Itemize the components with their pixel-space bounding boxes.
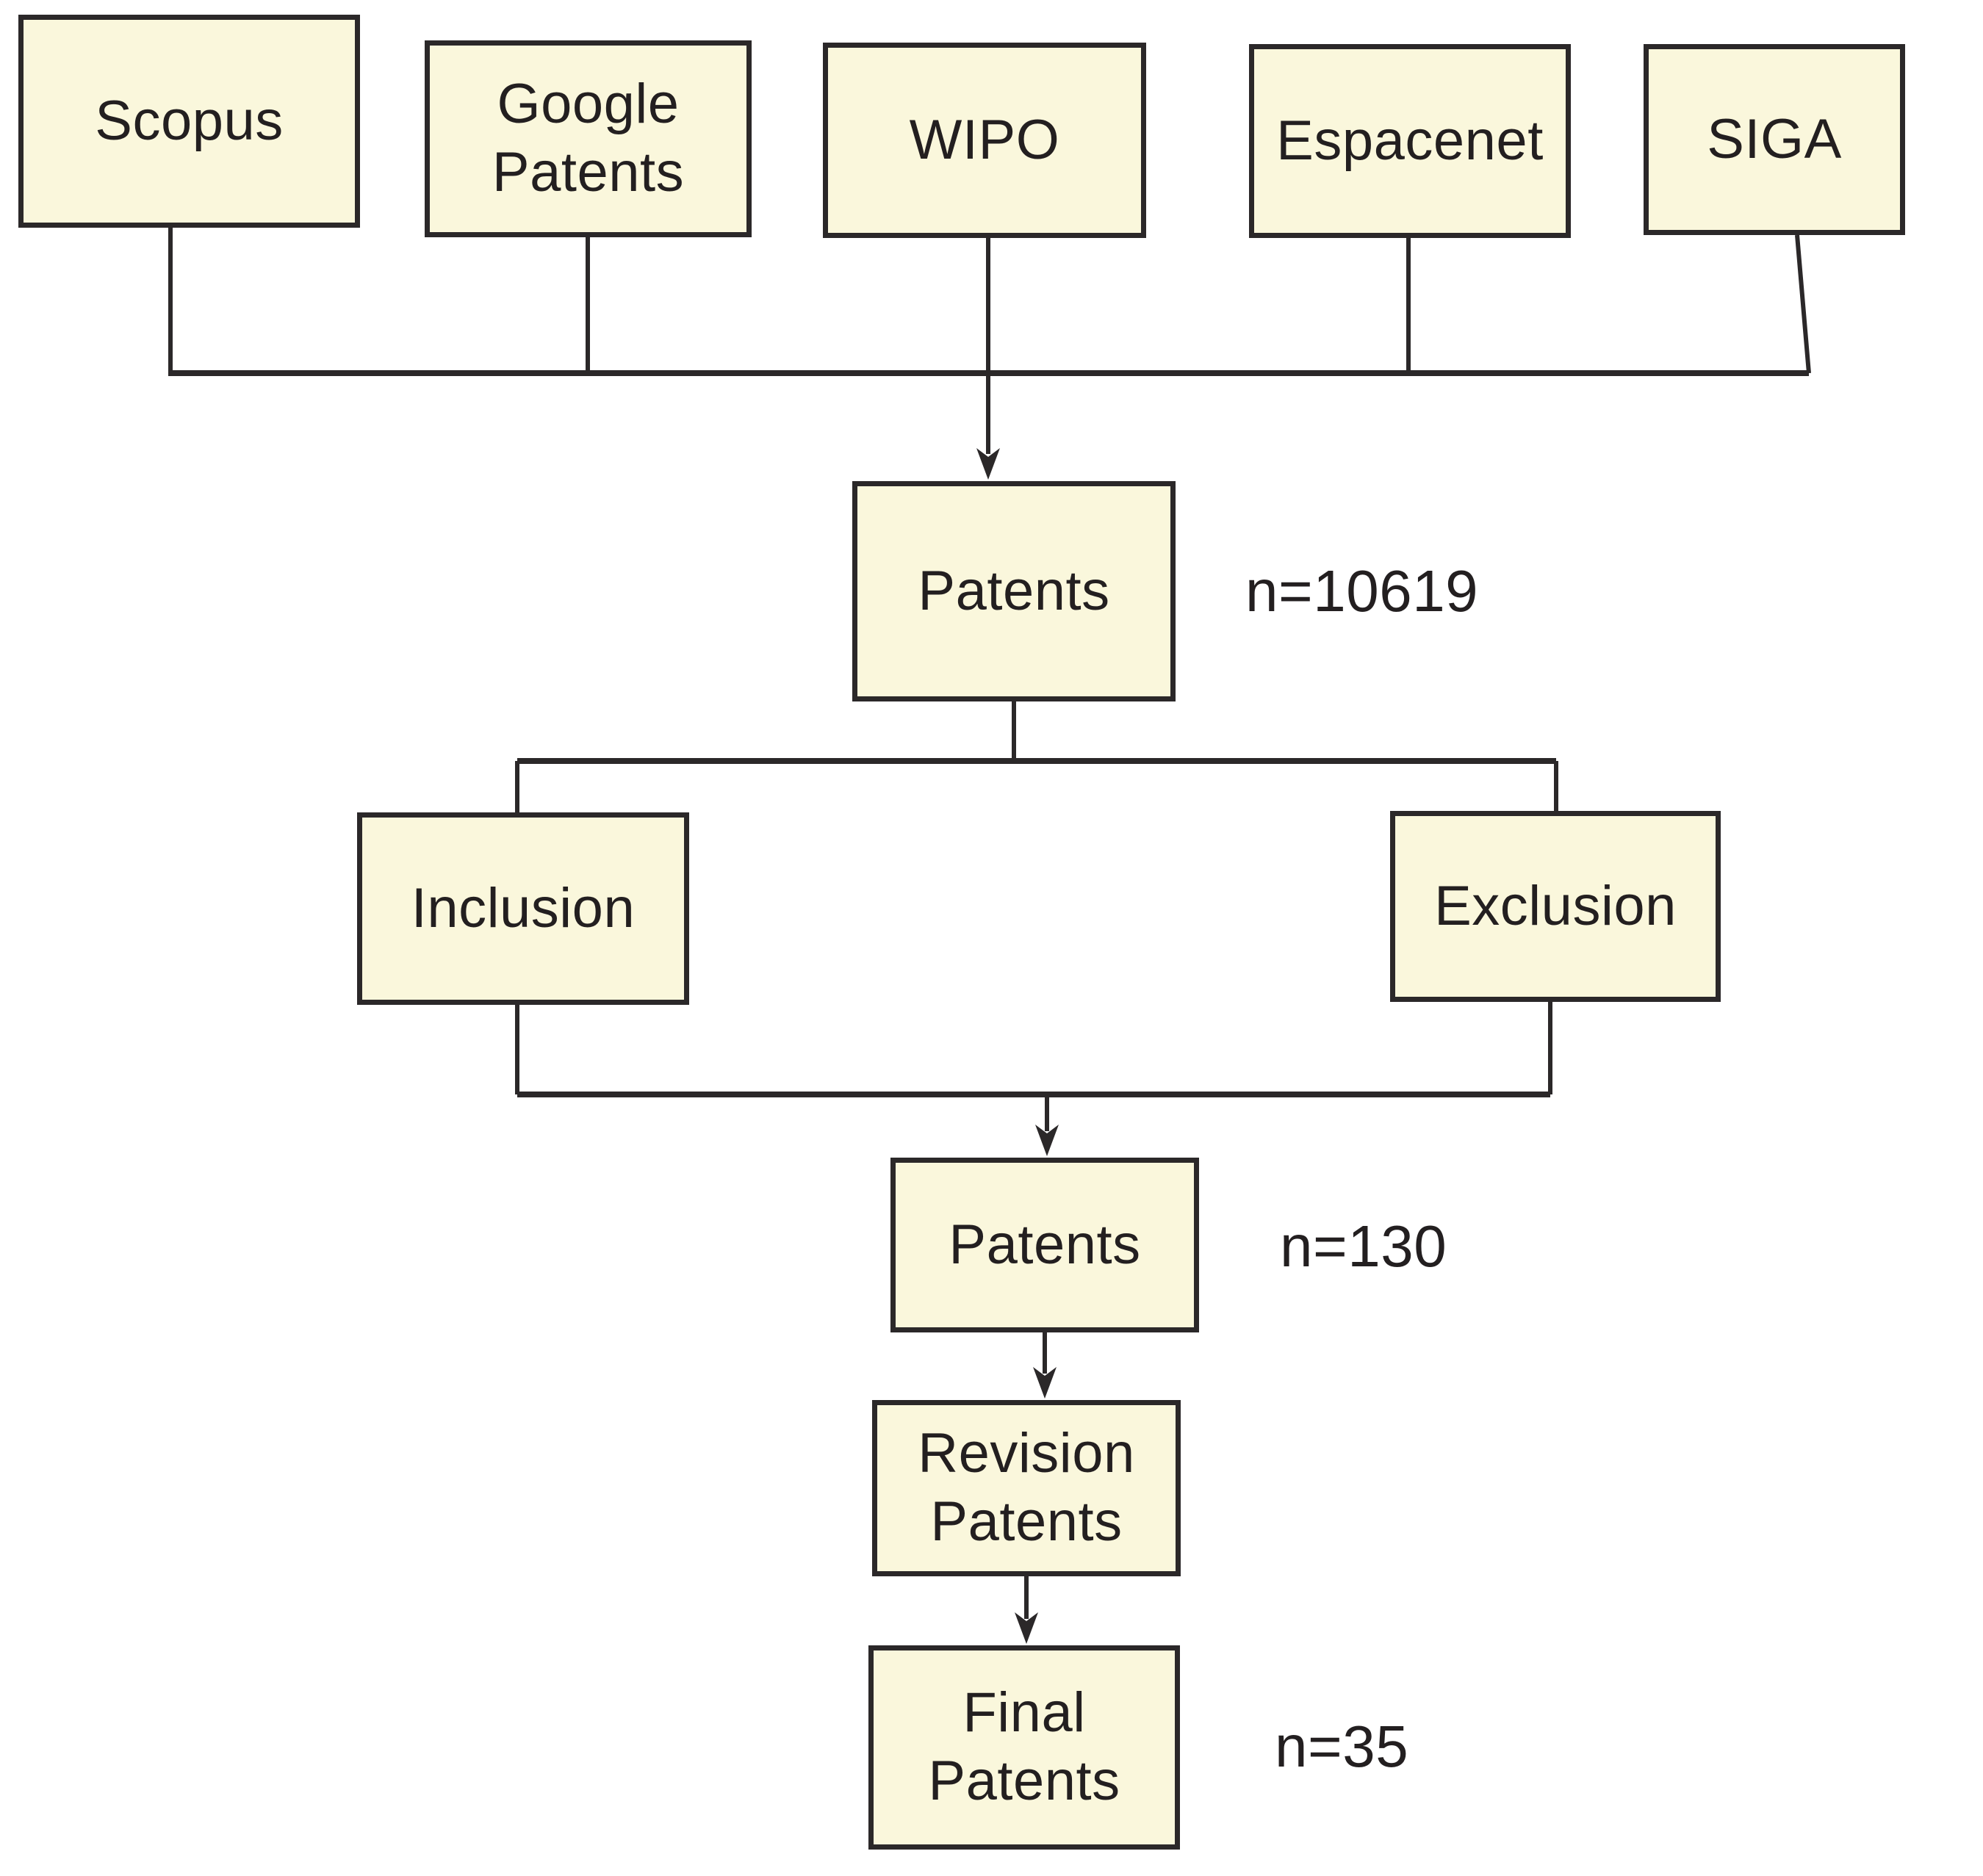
source-box-scopus: Scopus <box>18 15 360 228</box>
arrowhead-final <box>1015 1612 1038 1644</box>
source-box-wipo-label: WIPO <box>909 108 1060 171</box>
count-label-initial: n=10619 <box>1245 558 1479 624</box>
source-box-google-patents-label: Google Patents <box>492 73 685 203</box>
node-revision-patents: Revision Patents <box>872 1400 1181 1576</box>
source-box-google-patents: Google Patents <box>425 40 752 237</box>
node-patents-filtered: Patents <box>890 1158 1199 1332</box>
node-patents-filtered-label: Patents <box>949 1213 1141 1276</box>
source-box-scopus-label: Scopus <box>95 89 284 152</box>
source-box-siga: SIGA <box>1644 44 1905 235</box>
connector-siga-stub <box>1795 234 1811 374</box>
source-box-siga-label: SIGA <box>1707 107 1842 170</box>
arrowhead-revision <box>1033 1367 1057 1399</box>
source-box-espacenet: Espacenet <box>1249 44 1571 238</box>
node-final-patents: Final Patents <box>868 1645 1180 1850</box>
node-inclusion: Inclusion <box>357 812 689 1005</box>
node-revision-patents-label: Revision Patents <box>918 1422 1135 1553</box>
node-inclusion-label: Inclusion <box>411 876 636 939</box>
node-patents-initial-label: Patents <box>918 559 1110 622</box>
source-box-wipo: WIPO <box>823 43 1146 238</box>
arrowhead-patents2 <box>1035 1125 1059 1156</box>
node-exclusion: Exclusion <box>1390 811 1721 1002</box>
count-label-final: n=35 <box>1275 1714 1409 1779</box>
node-patents-initial: Patents <box>852 481 1176 701</box>
count-label-filtered: n=130 <box>1280 1213 1447 1279</box>
source-box-espacenet-label: Espacenet <box>1276 109 1544 172</box>
node-exclusion-label: Exclusion <box>1434 874 1677 937</box>
arrowhead-patents1 <box>976 448 1000 480</box>
node-final-patents-label: Final Patents <box>928 1681 1120 1812</box>
